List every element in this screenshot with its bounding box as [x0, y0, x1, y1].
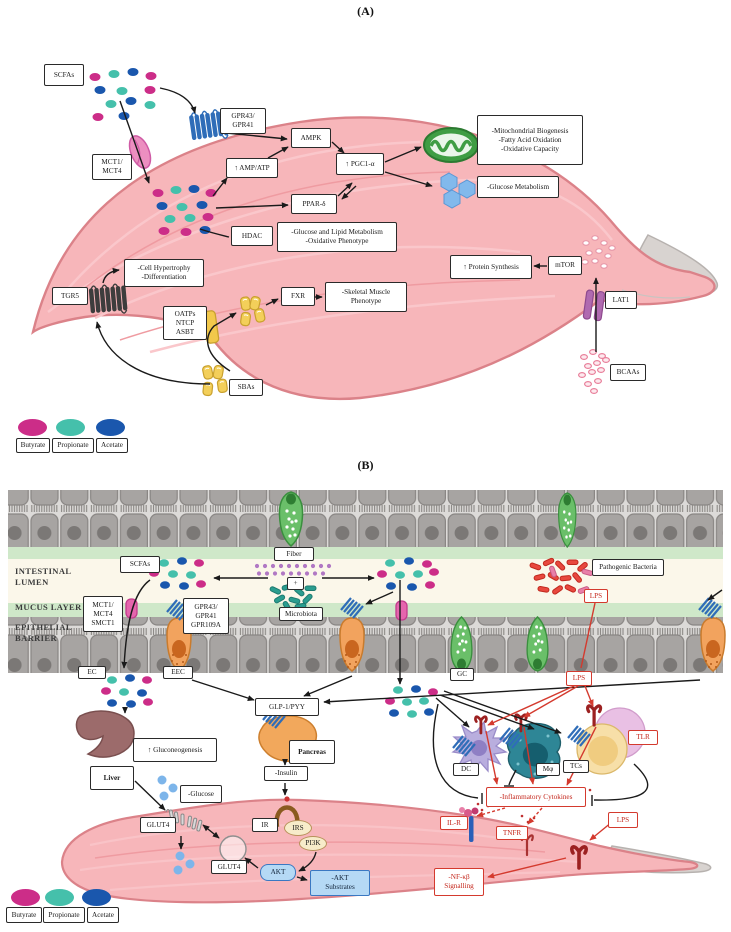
label-intestinal-lumen: INTESTINAL LUMEN: [15, 566, 72, 588]
label-epithelial-barrier: EPITHELIAL BARRIER: [15, 622, 72, 644]
legend-butyrate-label: Butyrate: [16, 438, 50, 453]
box-mct-smct: MCT1/ MCT4 SMCT1: [83, 596, 123, 632]
box-ir: IR: [252, 818, 278, 832]
legend-butyrate-swatch: [18, 419, 47, 436]
sba-icons-outside: [201, 364, 229, 397]
fiber-dots: [254, 563, 332, 576]
legend-b-acetate-swatch: [82, 889, 111, 906]
box-akt-substrates: -AKT Substrates: [310, 870, 370, 896]
box-pi3k: PI3K: [299, 836, 327, 851]
box-amp-atp: ↑ AMP/ATP: [226, 158, 278, 178]
legend-propionate-label: Propionate: [52, 438, 94, 453]
tcell-icon: [566, 704, 646, 775]
box-glucose-lipid-metabolism: -Glucose and Lipid Metabolism -Oxidative…: [277, 222, 397, 252]
scfa-dots-immune: [385, 685, 438, 718]
box-plus: +: [287, 577, 304, 590]
legend-b-propionate-swatch: [45, 889, 74, 906]
scfa-dots-lumen-a: [89, 68, 157, 121]
box-ec: EC: [78, 666, 106, 679]
box-inflammatory-cytokines: -Inflammatory Cytokines: [486, 787, 586, 807]
scfa-dots-lumen-right: [377, 557, 439, 591]
box-tgr5: TGR5: [52, 287, 88, 305]
arrows-b: [121, 575, 723, 882]
box-pancreas: Pancreas: [289, 740, 335, 764]
box-nfkb-signalling: -NF-κβ Signalling: [434, 868, 484, 896]
box-tlr: TLR: [628, 730, 658, 745]
legend-acetate-swatch: [96, 419, 125, 436]
box-dc: DC: [453, 763, 479, 776]
box-gc: GC: [450, 668, 474, 681]
box-eec: EEC: [163, 666, 193, 679]
box-insulin: -Insulin: [264, 766, 308, 781]
box-glut4-membrane: GLUT4: [140, 817, 176, 833]
panel-b-title: (B): [357, 458, 374, 472]
box-glucose-b: -Glucose: [180, 785, 222, 803]
box-mct1-mct4: MCT1/ MCT4: [92, 154, 132, 180]
box-gpr-b: GPR43/ GPR41 GPR109A: [183, 598, 229, 634]
box-microbiota: Microbiota: [279, 607, 323, 621]
box-lps-lumen: LPS: [584, 589, 608, 603]
legend-acetate-label: Acetate: [96, 438, 128, 453]
box-scfas-a: SCFAs: [44, 64, 84, 86]
legend-b-butyrate-label: Butyrate: [6, 907, 42, 923]
box-glucose-metabolism: -Glucose Metabolism: [477, 176, 559, 198]
box-ppar-delta: PPAR-δ: [291, 194, 337, 214]
box-fxr: FXR: [281, 287, 315, 306]
box-protein-synthesis: ↑ Protein Synthesis: [450, 255, 532, 279]
box-macrophage: Mφ: [536, 763, 560, 776]
box-liver: Liver: [90, 766, 134, 790]
box-glut4-vesicle: GLUT4: [211, 860, 247, 874]
epithelium-top: [8, 490, 723, 673]
legend-b-propionate-label: Propionate: [43, 907, 85, 923]
ilr-receptor-icon: [459, 807, 479, 842]
scfa-dots-lumen-left: [149, 557, 206, 590]
glut4-vesicle-icon: [219, 835, 247, 863]
legend-propionate-swatch: [56, 419, 85, 436]
box-tnfr: TNFR: [496, 826, 528, 840]
bcaa-icons: [577, 349, 610, 395]
label-mucus-layer: MUCUS LAYER: [15, 602, 82, 612]
liver-icon: [75, 710, 135, 758]
glucose-dots-b: [157, 775, 195, 875]
box-gluconeogenesis: ↑ Gluconeogenesis: [133, 738, 217, 762]
arrows-a: [95, 87, 599, 385]
dendritic-cell-icon: [451, 715, 508, 774]
box-cell-hypertrophy: -Cell Hypertrophy -Differentiation: [124, 259, 204, 287]
box-oatp-ntcp-asbt: OATPs NTCP ASBT: [163, 306, 207, 340]
muscle-b: [60, 798, 712, 904]
box-sbas: SBAs: [229, 379, 263, 396]
pathogenic-bacteria-icons: [529, 557, 594, 595]
scfa-dots-cytosol-a: [152, 185, 217, 236]
box-gpr43-gpr41: GPR43/ GPR41: [220, 108, 266, 134]
lat1-transporter-icon: [582, 289, 606, 322]
box-ampk: AMPK: [291, 128, 331, 148]
box-lps-muscle: LPS: [608, 812, 638, 828]
box-pgc1a: ↑ PGC1-α: [336, 153, 384, 175]
box-hdac: HDAC: [231, 226, 273, 246]
box-ilr: IL-R: [440, 816, 468, 830]
box-scfas-b: SCFAs: [120, 556, 160, 573]
box-pathogenic-bacteria: Pathogenic Bacteria: [592, 559, 664, 576]
glut4-channel-icon: [165, 809, 203, 832]
legend-b-acetate-label: Acetate: [87, 907, 119, 923]
box-bcaas: BCAAs: [610, 364, 646, 381]
mitochondria-icon: [423, 127, 479, 163]
box-fiber: Fiber: [274, 547, 314, 561]
box-akt: AKT: [260, 864, 296, 881]
legend-b-butyrate-swatch: [11, 889, 40, 906]
box-mitochondrial-outcomes: -Mitochondrial Biogenesis -Fatty Acid Ox…: [477, 115, 583, 165]
glucose-icon: [440, 172, 476, 209]
scfa-dots-ec: [101, 674, 153, 708]
box-tcs: TCs: [563, 760, 589, 773]
box-skeletal-muscle-phenotype: -Skeletal Muscle Phenotype: [325, 282, 407, 312]
box-irs: IRS: [284, 820, 312, 836]
box-glp1-pyy: GLP-1/PYY: [255, 698, 319, 716]
amino-acid-icons: [581, 235, 616, 269]
box-lat1: LAT1: [605, 291, 637, 309]
box-mtor: mTOR: [548, 256, 582, 275]
panel-a-title: (A): [357, 4, 374, 18]
box-lps-tissue: LPS: [566, 671, 592, 686]
